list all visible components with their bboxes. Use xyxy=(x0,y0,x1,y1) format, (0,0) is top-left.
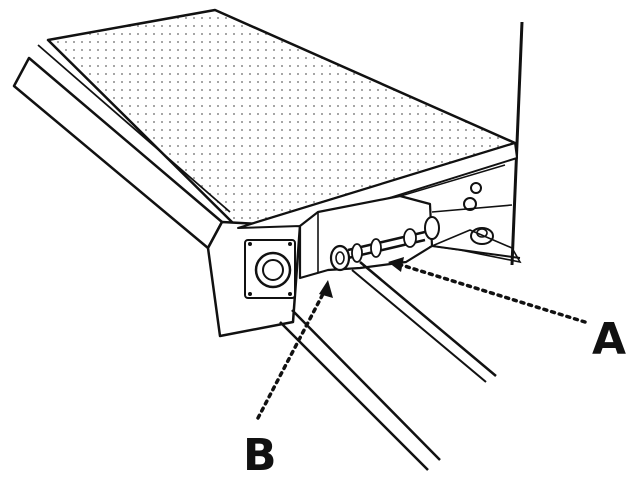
frame-upright xyxy=(510,21,524,266)
callout-b-arrowhead xyxy=(319,280,333,298)
callout-a: A xyxy=(388,257,626,365)
end-cap xyxy=(206,220,302,338)
callout-a-leader xyxy=(396,262,587,324)
callout-b: B xyxy=(243,280,333,479)
mounting-hardware xyxy=(429,182,522,264)
running-belt xyxy=(46,8,517,230)
callout-a-label: A xyxy=(592,314,626,365)
frame-rails xyxy=(279,245,521,471)
callout-a-arrowhead xyxy=(388,257,404,272)
callout-b-label: B xyxy=(243,430,277,479)
adjustment-bolt xyxy=(329,216,440,272)
callout-b-leader xyxy=(256,290,326,420)
